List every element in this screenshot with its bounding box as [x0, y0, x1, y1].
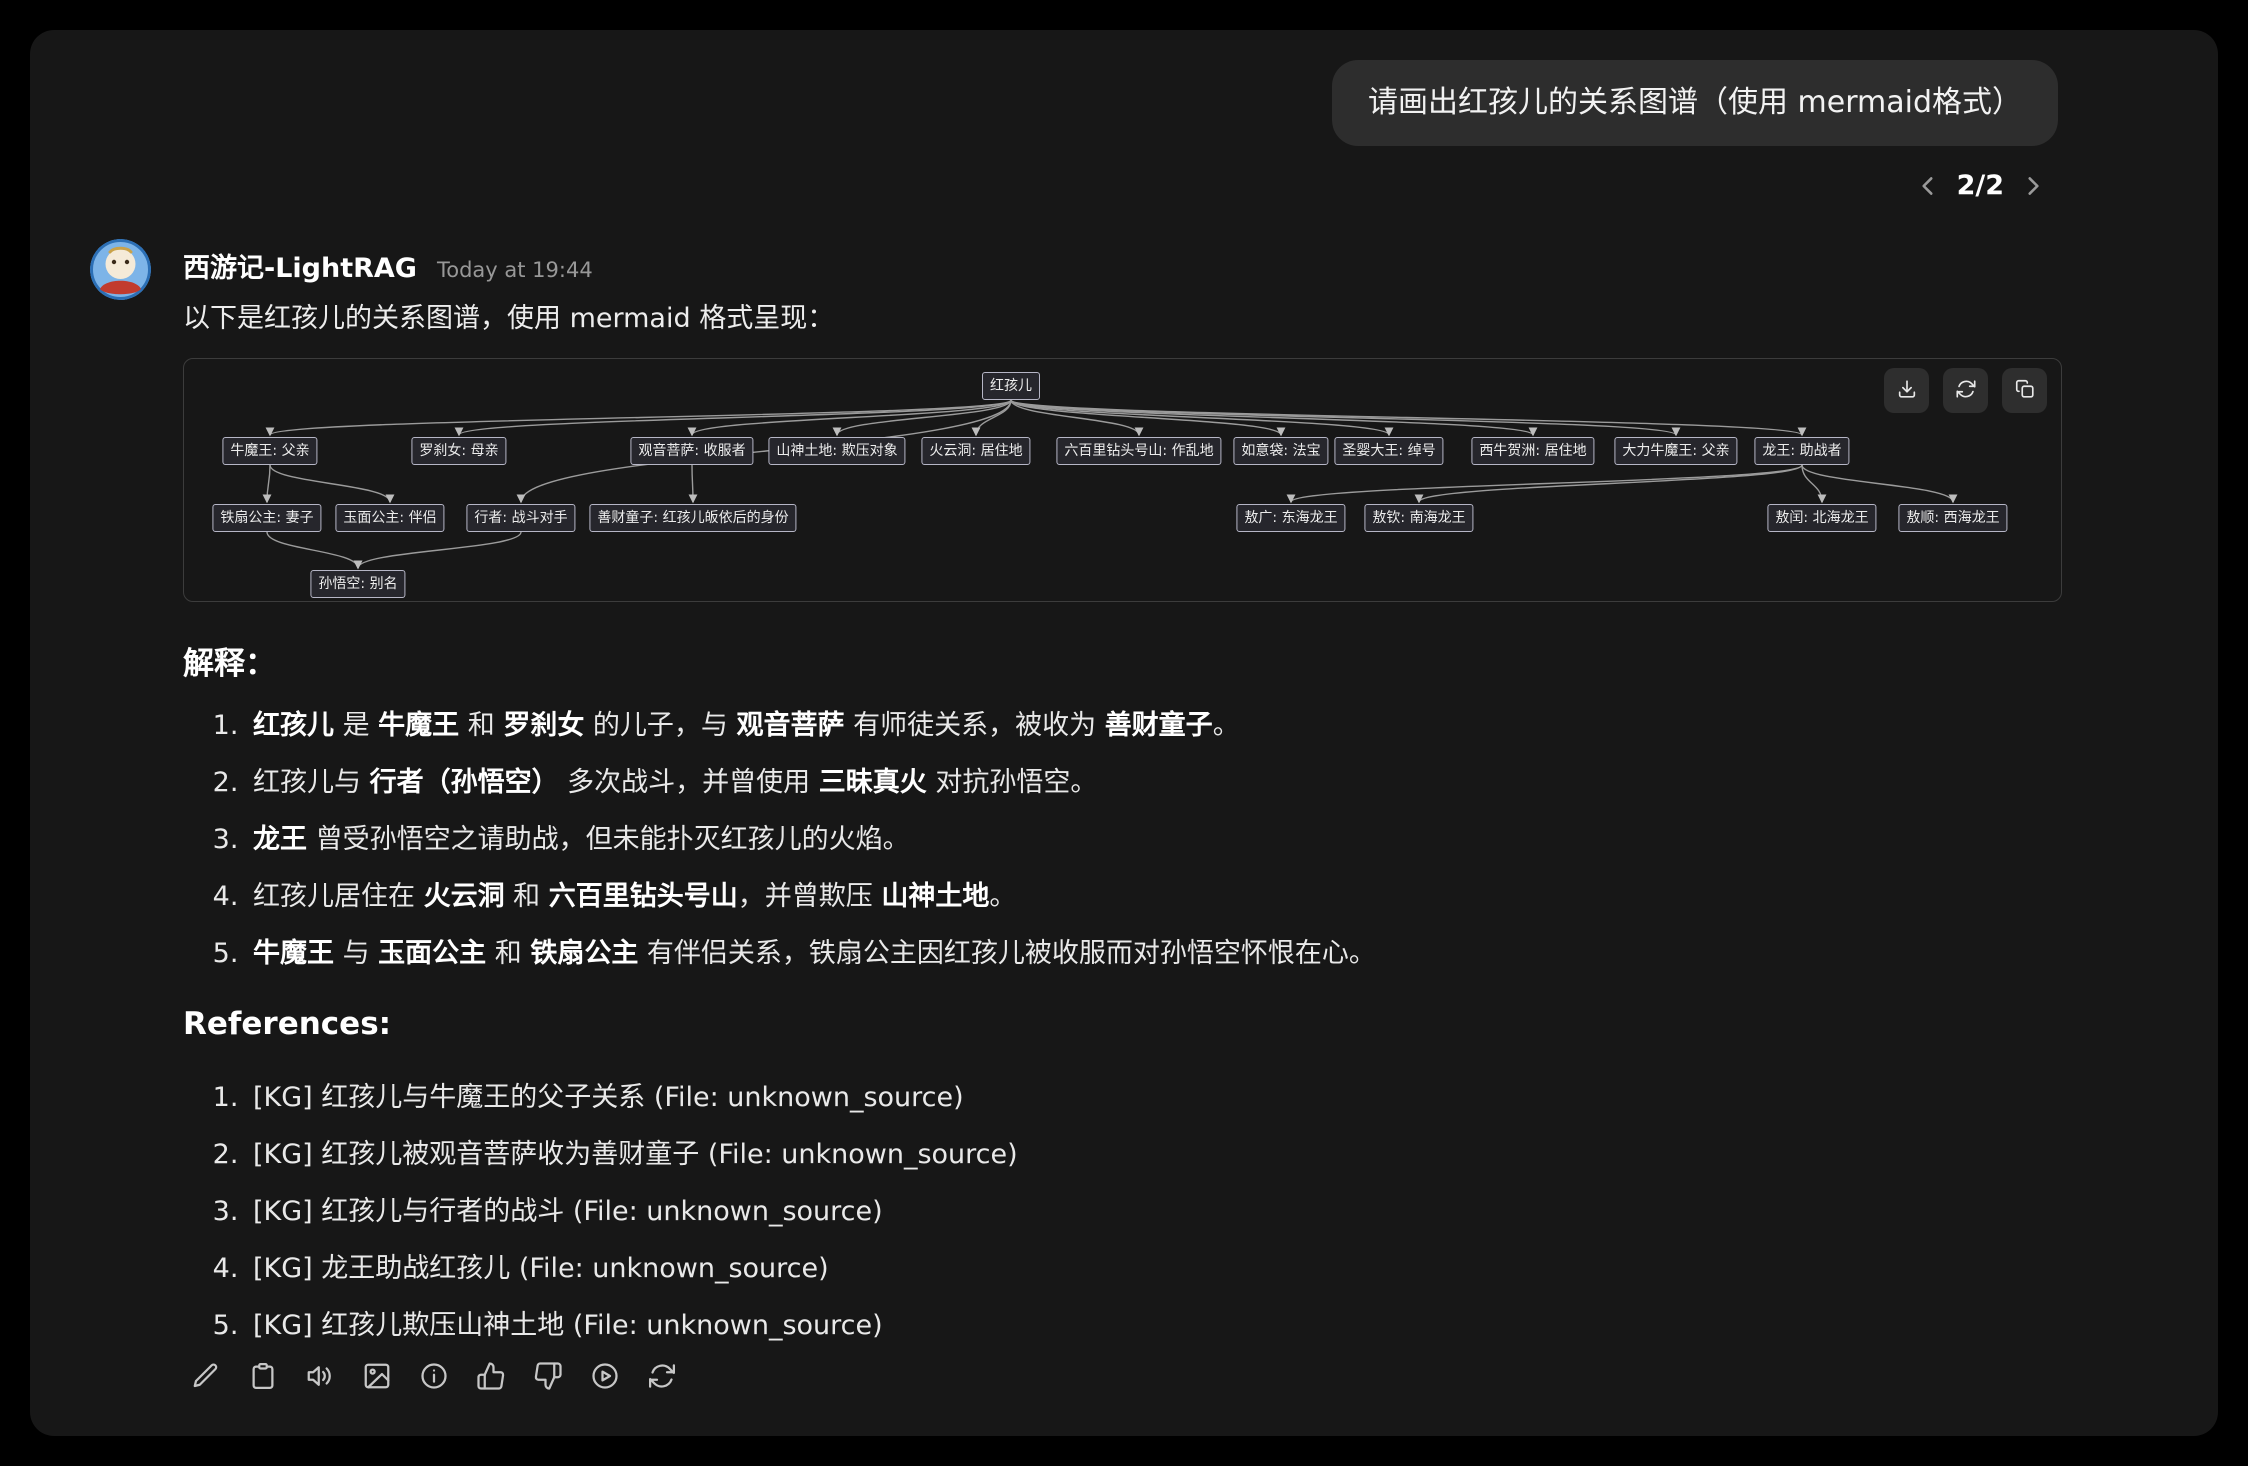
assistant-intro-text: 以下是红孩儿的关系图谱，使用 mermaid 格式呈现： [183, 303, 835, 334]
explanation-list: 红孩儿 是 牛魔王 和 罗刹女 的儿子，与 观音菩萨 有师徒关系，被收为 善财童… [183, 706, 2033, 991]
explanation-heading: 解释： [183, 646, 276, 682]
thumbs-down-icon[interactable] [532, 1360, 563, 1391]
graph-node-shancai: 善财童子: 红孩儿皈依后的身份 [589, 504, 797, 532]
assistant-avatar [90, 239, 151, 300]
assistant-name: 西游记-LightRAG [183, 253, 417, 284]
list-item: 龙王 曾受孙悟空之请助战，但未能扑灭红孩儿的火焰。 [247, 820, 2033, 859]
refresh-icon [1955, 378, 1977, 403]
mermaid-diagram-panel: 红孩儿牛魔王: 父亲 罗刹女: 母亲 观音菩萨: 收服者山神土地: 欺压对象火云洞:… [183, 358, 2062, 602]
references-list: [KG] 红孩儿与牛魔王的父子关系 (File: unknown_source)… [183, 1078, 2033, 1363]
list-item: [KG] 红孩儿被观音菩萨收为善财童子 (File: unknown_sourc… [247, 1135, 2033, 1174]
graph-node-shanshen: 山神土地: 欺压对象 [768, 437, 906, 465]
play-icon[interactable] [589, 1360, 620, 1391]
list-item: 牛魔王 与 玉面公主 和 铁扇公主 有伴侣关系，铁扇公主因红孩儿被收服而对孙悟空… [247, 934, 2033, 973]
graph-node-liubaili: 六百里钻头号山: 作乱地 [1056, 437, 1222, 465]
edit-icon[interactable] [190, 1360, 221, 1391]
graph-node-aoguang: 敖广: 东海龙王 [1236, 504, 1346, 532]
graph-node-niumowang: 牛魔王: 父亲 [222, 437, 318, 465]
diagram-download-button[interactable] [1884, 368, 1929, 413]
message-timestamp: Today at 19:44 [436, 258, 593, 282]
diagram-copy-button[interactable] [2002, 368, 2047, 413]
list-item: [KG] 龙王助战红孩儿 (File: unknown_source) [247, 1249, 2033, 1288]
regenerate-icon[interactable] [646, 1360, 677, 1391]
graph-edges [262, 399, 1958, 570]
copy-icon[interactable] [247, 1360, 278, 1391]
info-icon[interactable] [418, 1360, 449, 1391]
list-item: [KG] 红孩儿与牛魔王的父子关系 (File: unknown_source) [247, 1078, 2033, 1117]
copy-icon [2014, 378, 2036, 403]
graph-node-xiniu: 西牛贺洲: 居住地 [1471, 437, 1595, 465]
thumbs-up-icon[interactable] [475, 1360, 506, 1391]
user-message-bubble: 请画出红孩儿的关系图谱（使用 mermaid格式） [1331, 60, 2058, 146]
chevron-left-icon[interactable] [1915, 173, 1941, 199]
graph-node-shengying: 圣婴大王: 绰号 [1334, 437, 1444, 465]
graph-node-huoyundong: 火云洞: 居住地 [921, 437, 1031, 465]
graph-node-luochanv: 罗刹女: 母亲 [411, 437, 507, 465]
references-heading: References: [183, 1006, 392, 1042]
pagination-count: 2/2 [1956, 170, 2004, 201]
message-pagination: 2/2 [1915, 170, 2046, 201]
list-item: 红孩儿居住在 火云洞 和 六百里钻头号山，并曾欺压 山神土地。 [247, 877, 2033, 916]
list-item: [KG] 红孩儿欺压山神土地 (File: unknown_source) [247, 1306, 2033, 1345]
assistant-message-header: 西游记-LightRAG Today at 19:44 [183, 246, 593, 285]
graph-node-aorun: 敖闰: 北海龙王 [1767, 504, 1877, 532]
graph-node-honghaier: 红孩儿 [982, 372, 1040, 400]
list-item: 红孩儿 是 牛魔王 和 罗刹女 的儿子，与 观音菩萨 有师徒关系，被收为 善财童… [247, 706, 2033, 745]
list-item: 红孩儿与 行者（孙悟空） 多次战斗，并曾使用 三昧真火 对抗孙悟空。 [247, 763, 2033, 802]
graph-node-longwang: 龙王: 助战者 [1754, 437, 1850, 465]
graph-node-sunwukong: 孙悟空: 别名 [310, 570, 406, 598]
chat-window: 请画出红孩儿的关系图谱（使用 mermaid格式） 2/2 西游记-LightR… [30, 30, 2218, 1436]
speaker-icon[interactable] [304, 1360, 335, 1391]
download-icon [1896, 378, 1918, 403]
chevron-right-icon[interactable] [2020, 173, 2046, 199]
list-item: [KG] 红孩儿与行者的战斗 (File: unknown_source) [247, 1192, 2033, 1231]
message-action-toolbar [190, 1360, 677, 1391]
graph-node-tieshan: 铁扇公主: 妻子 [212, 504, 322, 532]
graph-node-dali: 大力牛魔王: 父亲 [1614, 437, 1738, 465]
graph-node-ruyidai: 如意袋: 法宝 [1233, 437, 1329, 465]
diagram-refresh-button[interactable] [1943, 368, 1988, 413]
graph-node-aoshun: 敖顺: 西海龙王 [1898, 504, 2008, 532]
graph-node-aoqin: 敖钦: 南海龙王 [1364, 504, 1474, 532]
image-icon[interactable] [361, 1360, 392, 1391]
graph-node-yumian: 玉面公主: 伴侣 [335, 504, 445, 532]
graph-node-xingzhe: 行者: 战斗对手 [466, 504, 576, 532]
diagram-toolbar [1884, 368, 2047, 413]
graph-node-guanyin: 观音菩萨: 收服者 [630, 437, 754, 465]
